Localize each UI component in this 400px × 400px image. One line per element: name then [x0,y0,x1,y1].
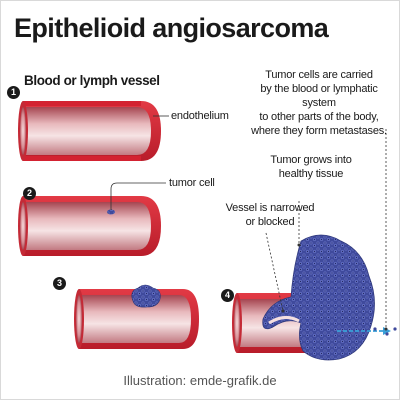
narrowed-leader [265,232,284,312]
vessel-1-lumen [23,107,151,155]
endothelium-label: endothelium [171,110,229,122]
tumor-cell [107,209,115,215]
diagram-title: Epithelioid angiosarcoma [14,13,329,43]
vessel-4 [232,129,397,361]
tumor-cell-leader [110,182,166,210]
tumor-mass [262,234,375,361]
vessel-2-lumen [23,202,151,250]
step-3-badge: 3 [53,277,66,290]
tumor-cell-label: tumor cell [169,177,215,189]
step-4-badge: 4 [221,289,234,302]
step-1-badge: 1 [7,86,20,99]
narrowed-lumen [268,316,300,325]
metastasis-label: Tumor cells are carried by the blood or … [251,69,387,137]
step-2-badge: 2 [23,187,36,200]
vessel-1 [18,101,169,161]
vessel-narrowed-label: Vessel is narrowed or blocked [225,202,315,228]
illustration-credit: Illustration: emde-grafik.de [123,373,277,388]
vessel-3 [74,284,199,349]
vessel-3-lumen [79,295,191,343]
tumor-cluster [131,284,161,308]
vessel-2 [18,182,166,256]
vessel-subtitle: Blood or lymph vessel [24,73,160,88]
tumor-grows-label: Tumor grows into healthy tissue [270,154,352,180]
